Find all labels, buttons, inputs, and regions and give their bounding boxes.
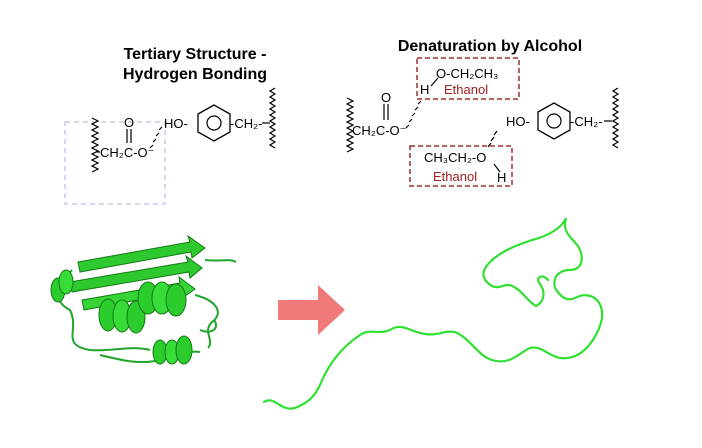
hbond-hash-2	[487, 130, 498, 148]
hydroxyl-label: HO-	[164, 116, 188, 131]
ethanol-top-h: H	[420, 82, 429, 97]
carbonyl-o-label: O	[124, 115, 134, 130]
left-title-line2: Hydrogen Bonding	[123, 66, 267, 83]
left-title-line1: Tertiary Structure -	[123, 46, 267, 63]
benzene-ring	[197, 104, 231, 142]
hbond-hash	[149, 126, 163, 149]
backbone-wavy-right	[268, 87, 277, 149]
beta-strand-2	[69, 254, 203, 293]
ethanol-box-bottom	[409, 145, 513, 187]
backbone-wavy-right-2	[611, 87, 620, 149]
left-title: Tertiary Structure - Hydrogen Bonding	[105, 45, 285, 85]
chain-label: CH₂C-O⁻	[100, 145, 155, 160]
folded-protein-ribbon	[50, 234, 237, 365]
ch2-label: -CH₂-	[230, 116, 262, 131]
ethanol-bottom-name: Ethanol	[433, 169, 477, 184]
faded-dashed-box	[64, 121, 166, 205]
backbone-wavy-left-2	[345, 97, 355, 153]
ethanol-bottom-h: H	[497, 170, 506, 185]
benzene-ring-2	[537, 102, 571, 140]
beta-strand-1	[77, 234, 206, 273]
hydroxyl-label-2: HO-	[506, 114, 530, 129]
denatured-protein-strand	[262, 217, 604, 410]
ethanol-bottom-formula: CH₃CH₂-O	[424, 150, 486, 165]
helix-4	[50, 269, 74, 303]
transition-arrow	[278, 285, 345, 335]
ch2-label-2: -CH₂-	[570, 114, 602, 129]
left-hbond-structure: CH₂C-O⁻ O HO- -CH₂-	[64, 87, 277, 205]
ethanol-top-formula: O-CH₂CH₃	[436, 66, 498, 81]
chain-label-2: CH₂C-O⁻	[352, 123, 407, 138]
carbonyl-o-label-2: O	[381, 90, 391, 105]
backbone-wavy-left	[90, 117, 100, 173]
helix-3	[152, 335, 193, 365]
ethanol-top-name: Ethanol	[444, 82, 488, 97]
ethanol-box-top	[416, 57, 520, 100]
right-title: Denaturation by Alcohol	[397, 38, 583, 55]
right-denaturation-structure: CH₂C-O⁻ O H O-CH₂CH₃ Ethanol HO- -CH₂- C…	[345, 57, 620, 187]
helix-2	[137, 281, 187, 317]
protein-loop-2	[194, 294, 219, 349]
helix-1	[98, 298, 146, 334]
